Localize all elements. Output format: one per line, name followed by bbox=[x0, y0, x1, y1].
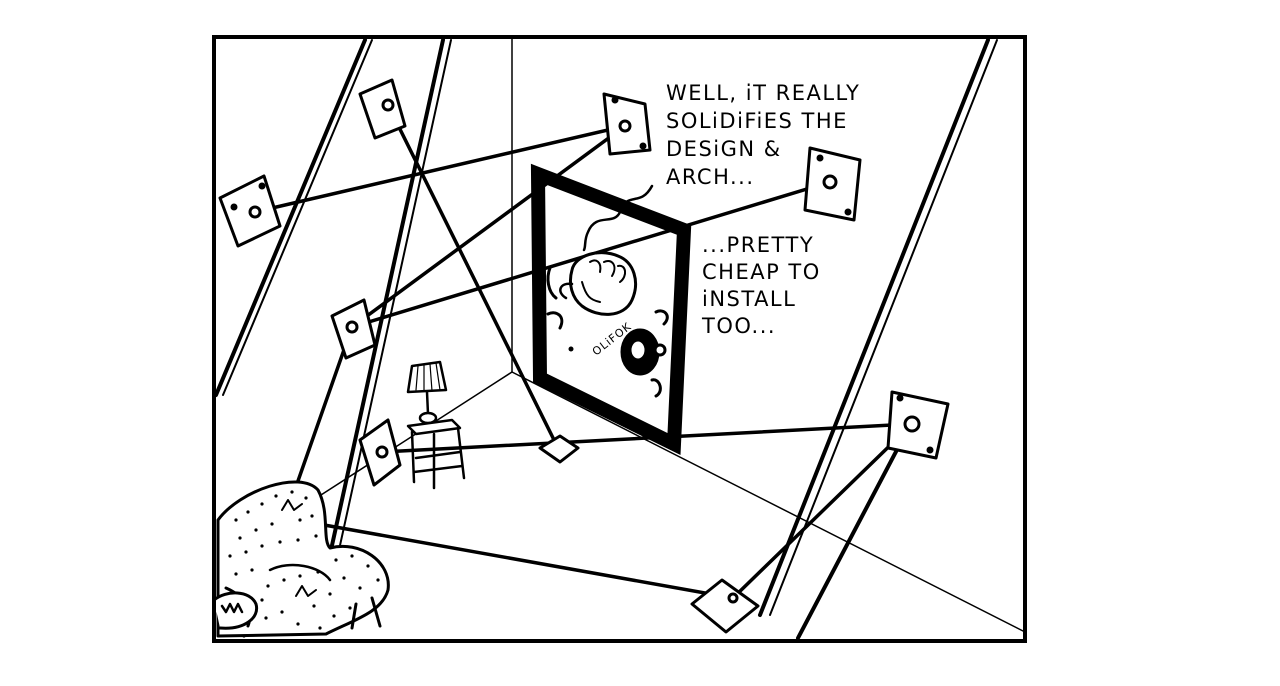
speech-2-line: CHEAP TO bbox=[702, 260, 821, 284]
speech-text-2: ...PRETTY CHEAP TO iNSTALL TOO... bbox=[701, 233, 829, 338]
peeking-character bbox=[546, 251, 637, 330]
creature-face bbox=[620, 309, 669, 398]
speech-tail bbox=[582, 184, 654, 252]
anchor-plate bbox=[358, 78, 407, 140]
anchor-plate bbox=[690, 578, 760, 634]
anchor-plate bbox=[886, 390, 950, 460]
lamp-on-table bbox=[406, 360, 466, 490]
door-frame bbox=[530, 163, 692, 456]
speech-1-line: DESiGN & bbox=[666, 137, 782, 161]
anchor-plate bbox=[538, 434, 580, 464]
speech-2-line: TOO... bbox=[701, 314, 776, 338]
anchor-plate bbox=[330, 298, 377, 360]
anchor-plate bbox=[803, 146, 862, 222]
speech-1-line: ARCH... bbox=[666, 165, 755, 189]
anchor-plate bbox=[358, 418, 402, 487]
speech-2-line: iNSTALL bbox=[702, 287, 796, 311]
anchor-plate bbox=[602, 92, 652, 156]
speckled-sofa bbox=[212, 480, 390, 638]
speech-text-1: WELL, iT REALLY SOLiDiFiES THE DESiGN & … bbox=[666, 81, 868, 189]
speech-1-line: WELL, iT REALLY bbox=[666, 81, 860, 105]
speech-1-line: SOLiDiFiES THE bbox=[666, 109, 848, 133]
speech-2-line: ...PRETTY bbox=[702, 233, 814, 257]
panel-border bbox=[212, 35, 1027, 643]
anchor-plate bbox=[218, 174, 282, 248]
diagonal-beams bbox=[214, 38, 998, 640]
